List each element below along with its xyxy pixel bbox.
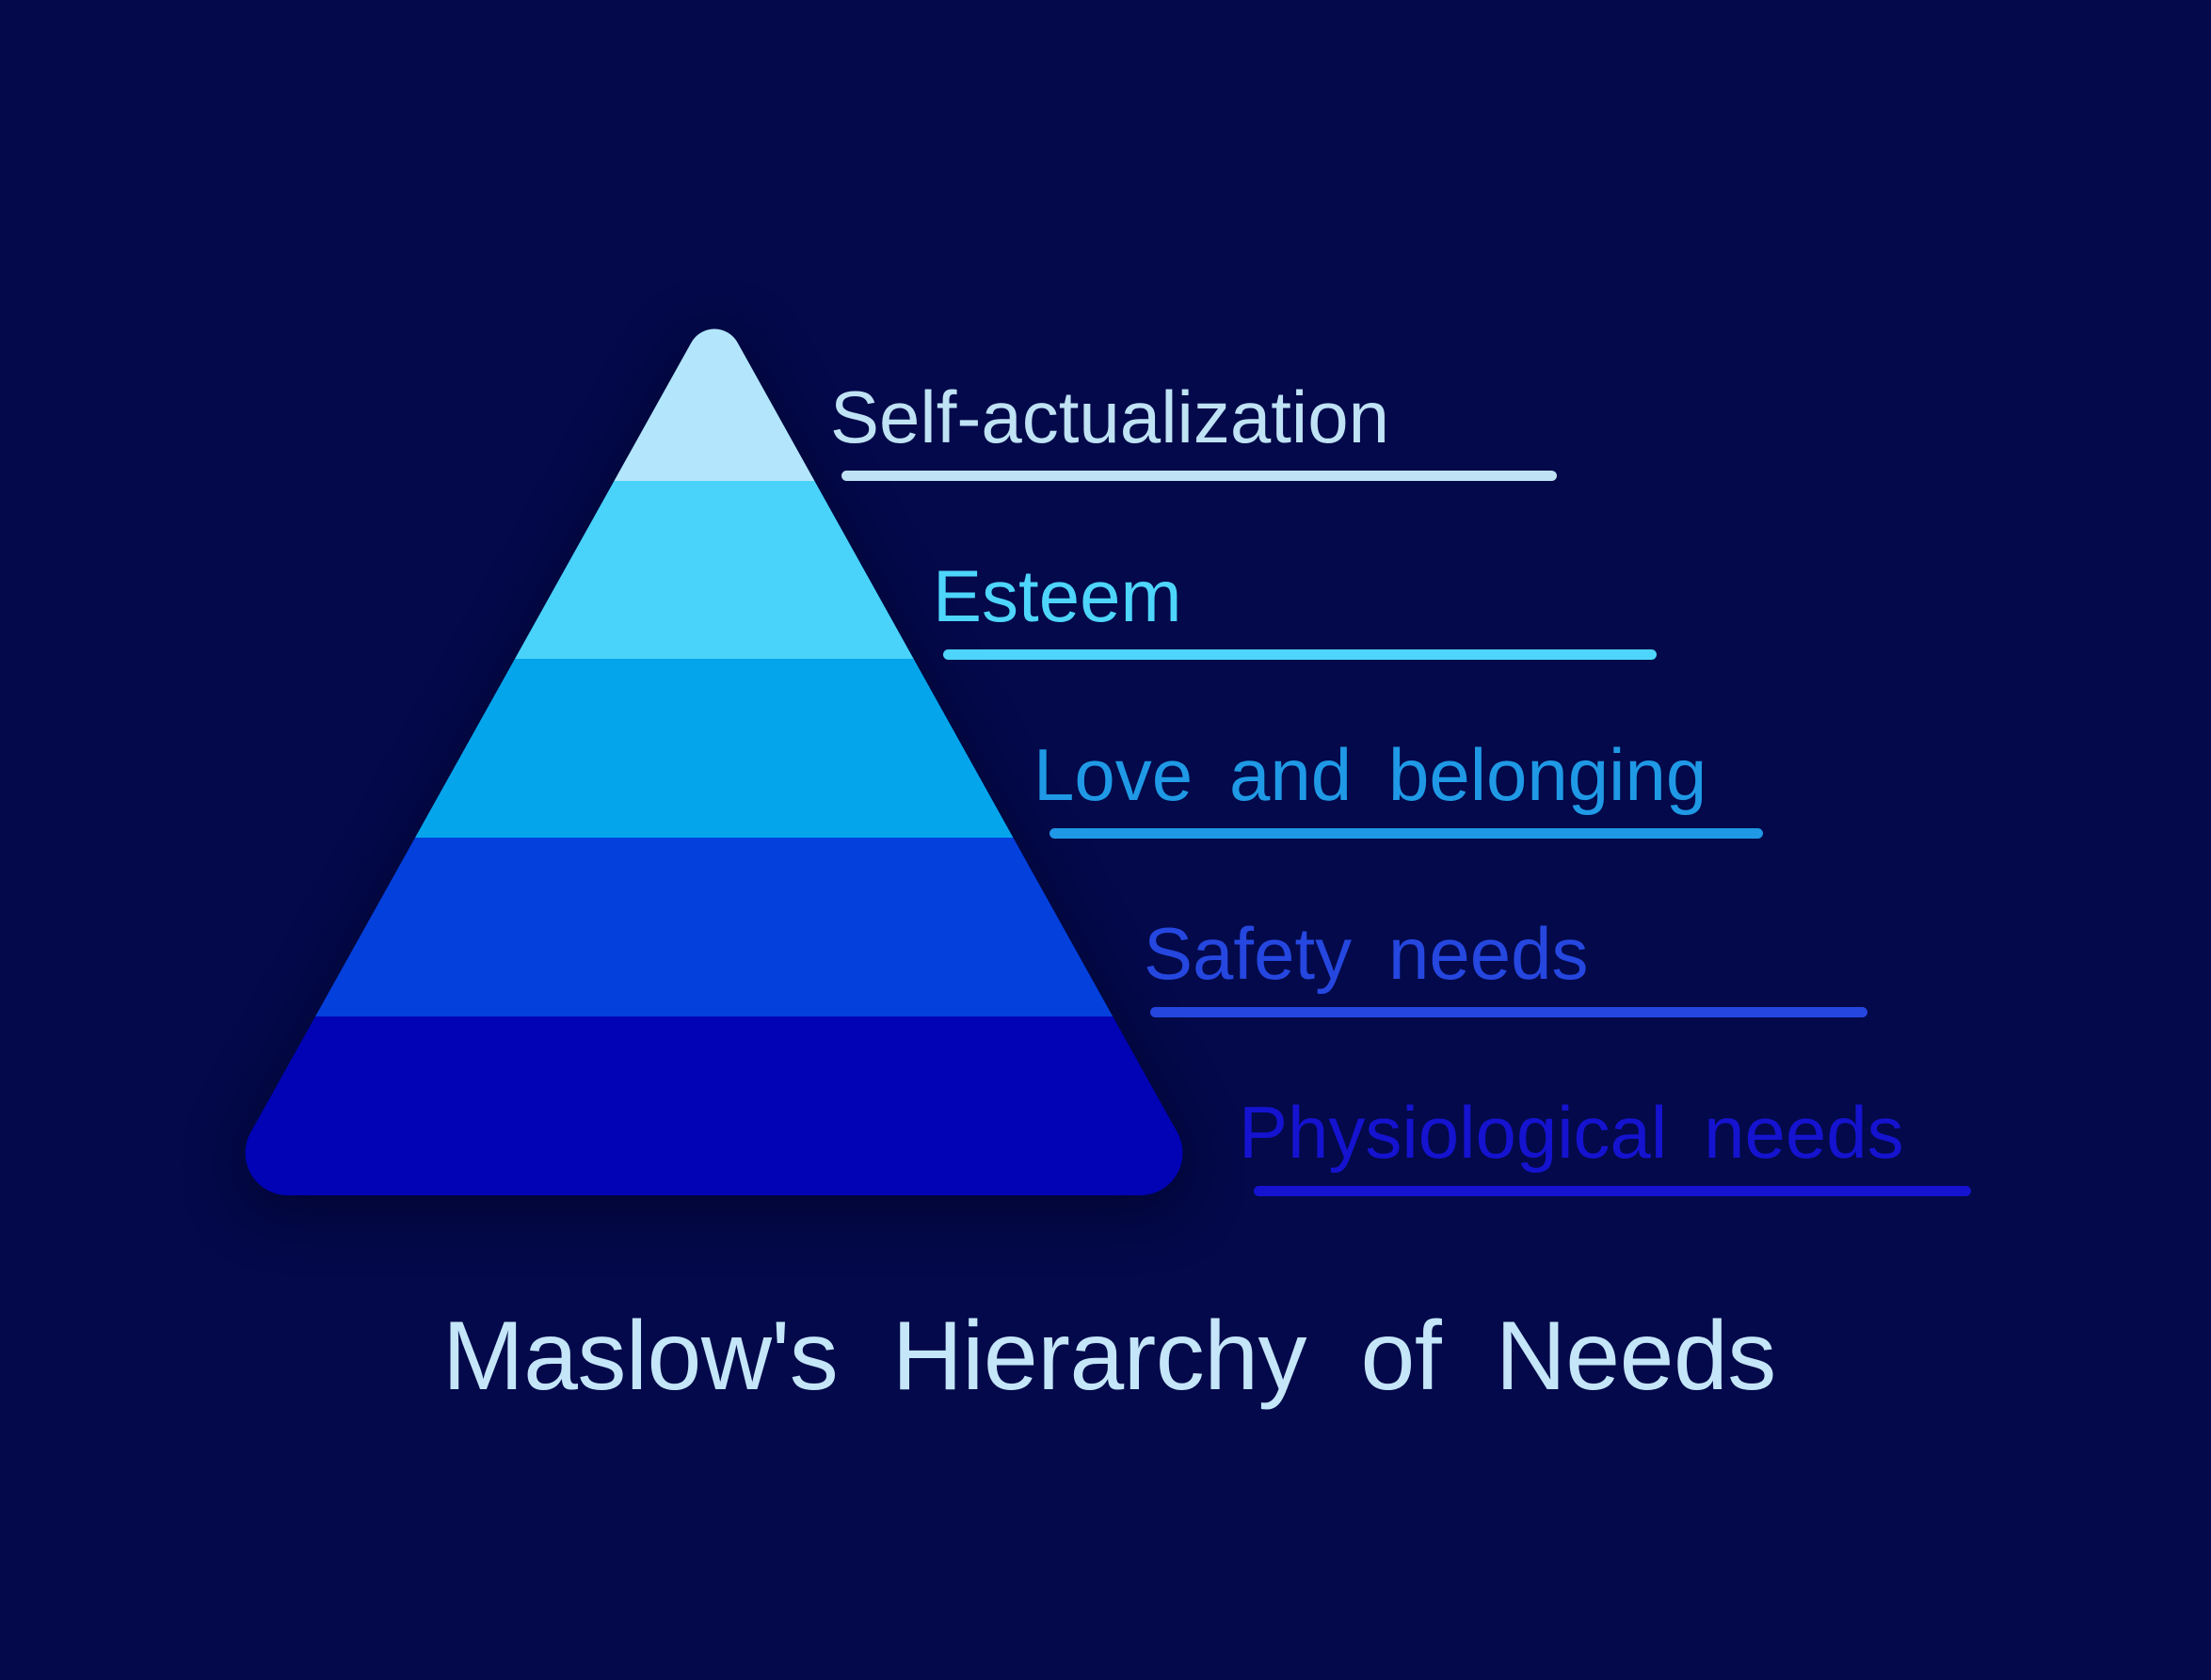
level-label-love-belonging: Love and belonging	[1033, 733, 1707, 816]
pyramid-tier-safety	[245, 838, 1183, 1016]
level-label-esteem: Esteem	[933, 554, 1182, 637]
level-label-safety: Safety needs	[1144, 912, 1589, 995]
level-underline-safety	[1150, 1007, 1867, 1017]
level-underline-self-actualization	[841, 471, 1557, 481]
pyramid-tier-physiological	[245, 1016, 1183, 1195]
level-label-physiological: Physiological needs	[1239, 1091, 1904, 1174]
level-underline-love-belonging	[1049, 828, 1763, 839]
level-underline-esteem	[943, 649, 1657, 660]
diagram-title: Maslow's Hierarchy of Needs	[442, 1302, 1776, 1411]
level-label-self-actualization: Self-actualization	[830, 376, 1389, 458]
level-underline-physiological	[1254, 1186, 1971, 1196]
